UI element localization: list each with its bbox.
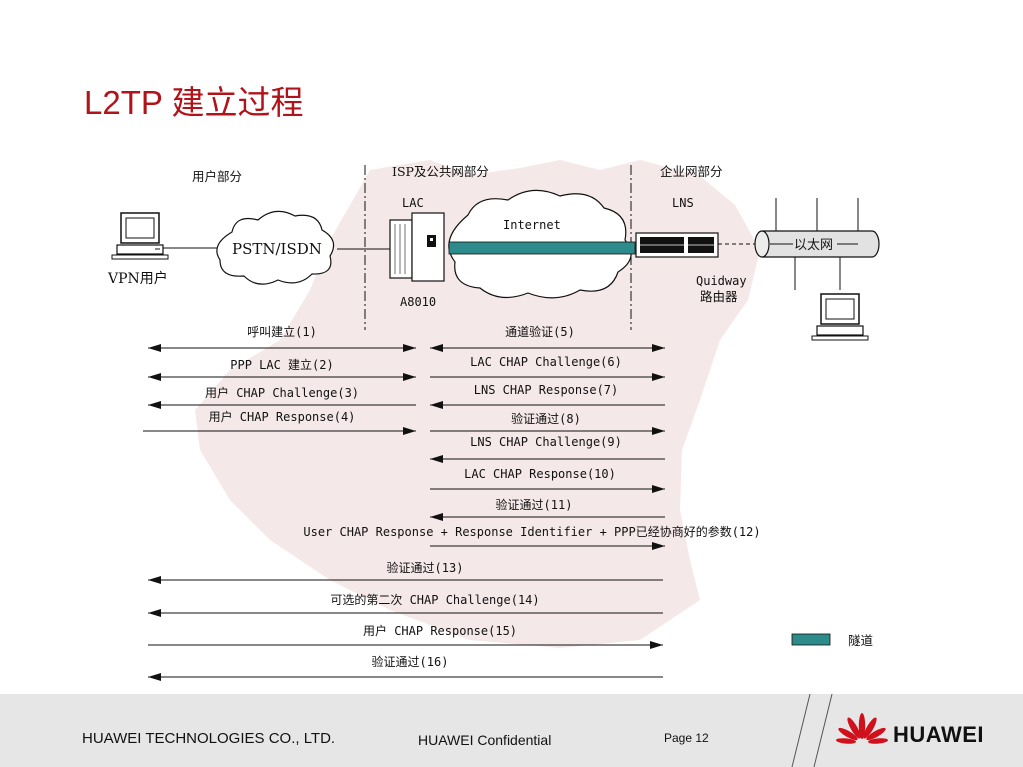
l2tp-diagram: 用户部分 ISP及公共网部分 企业网部分 VPN用户 PSTN/ISDN LAC — [107, 160, 880, 681]
tunnel-bar — [448, 241, 636, 255]
enterprise-computer-icon — [811, 293, 869, 341]
huawei-logo-icon — [836, 713, 888, 744]
message-14: 可选的第二次 CHAP Challenge(14) — [148, 592, 663, 617]
slide-title: L2TP 建立过程 — [84, 84, 304, 121]
quidway-router-icon — [635, 232, 719, 258]
legend-tunnel-label: 隧道 — [848, 633, 874, 648]
message-label: 用户 CHAP Response(15) — [363, 623, 517, 638]
arrowhead-right — [652, 427, 665, 435]
arrowhead-left — [148, 373, 161, 381]
legend-tunnel-swatch — [791, 633, 831, 646]
quidway-label: Quidway — [696, 274, 747, 288]
message-1: 呼叫建立(1) — [148, 324, 416, 352]
ethernet-label: 以太网 — [794, 238, 833, 253]
arrowhead-left — [148, 344, 161, 352]
vpn-user-label: VPN用户 — [107, 270, 168, 287]
ethernet-bus-icon — [754, 198, 880, 290]
message-7: LNS CHAP Response(7) — [430, 383, 665, 409]
footer: HUAWEI TECHNOLOGIES CO., LTD. HUAWEI Con… — [0, 694, 1023, 767]
section-enterprise-label: 企业网部分 — [660, 164, 723, 179]
arrowhead-right — [650, 641, 663, 649]
message-13: 验证通过(13) — [148, 560, 663, 584]
message-label: 验证通过(16) — [372, 654, 449, 669]
footer-page: Page 12 — [664, 731, 709, 745]
arrowhead-right — [652, 542, 665, 550]
huawei-logo-text: HUAWEI — [893, 722, 984, 747]
internet-label: Internet — [503, 218, 561, 232]
message-6: LAC CHAP Challenge(6) — [430, 355, 665, 381]
message-label: 呼叫建立(1) — [247, 324, 317, 339]
a8010-device-icon — [389, 212, 445, 282]
lac-label: LAC — [402, 196, 424, 210]
message-label: 验证通过(8) — [511, 411, 581, 426]
section-isp-label: ISP及公共网部分 — [392, 164, 489, 179]
section-user-label: 用户部分 — [192, 169, 242, 184]
message-label: PPP LAC 建立(2) — [230, 357, 333, 372]
message-5: 通道验证(5) — [430, 324, 665, 352]
arrowhead-left — [430, 513, 443, 521]
message-label: LNS CHAP Response(7) — [474, 383, 619, 397]
message-15: 用户 CHAP Response(15) — [148, 623, 663, 649]
arrowhead-left — [148, 673, 161, 681]
message-9: LNS CHAP Challenge(9) — [430, 435, 665, 463]
message-label: LAC CHAP Challenge(6) — [470, 355, 622, 369]
pstn-cloud — [216, 210, 335, 285]
message-label: 验证通过(11) — [496, 497, 573, 512]
arrowhead-right — [652, 373, 665, 381]
message-12: User CHAP Response + Response Identifier… — [303, 524, 761, 550]
arrowhead-right — [652, 485, 665, 493]
arrowhead-left — [148, 401, 161, 409]
message-2: PPP LAC 建立(2) — [148, 357, 416, 381]
message-10: LAC CHAP Response(10) — [430, 467, 665, 493]
router-label: 路由器 — [700, 289, 738, 304]
lns-label: LNS — [672, 196, 694, 210]
message-label: User CHAP Response + Response Identifier… — [303, 524, 760, 539]
message-16: 验证通过(16) — [148, 654, 663, 681]
message-3: 用户 CHAP Challenge(3) — [148, 385, 416, 409]
footer-confidential: HUAWEI Confidential — [418, 732, 552, 748]
message-8: 验证通过(8) — [430, 411, 665, 435]
arrowhead-right — [403, 373, 416, 381]
message-label: 用户 CHAP Response(4) — [209, 409, 356, 424]
arrowhead-right — [403, 427, 416, 435]
a8010-label: A8010 — [400, 295, 436, 309]
footer-company: HUAWEI TECHNOLOGIES CO., LTD. — [82, 730, 336, 747]
arrowhead-left — [148, 609, 161, 617]
vpn-user-computer-icon — [111, 212, 169, 260]
background-map — [195, 160, 760, 648]
message-label: LAC CHAP Response(10) — [464, 467, 616, 481]
arrowhead-right — [652, 344, 665, 352]
arrowhead-left — [430, 455, 443, 463]
message-label: 验证通过(13) — [387, 560, 464, 575]
message-label: LNS CHAP Challenge(9) — [470, 435, 622, 449]
pstn-label: PSTN/ISDN — [232, 240, 322, 258]
message-label: 通道验证(5) — [505, 324, 575, 339]
message-4: 用户 CHAP Response(4) — [143, 409, 416, 435]
arrowhead-left — [430, 344, 443, 352]
arrowhead-right — [403, 344, 416, 352]
arrowhead-left — [430, 401, 443, 409]
footer-slash-lines — [791, 694, 833, 767]
arrowhead-left — [148, 576, 161, 584]
message-flow: 呼叫建立(1) PPP LAC 建立(2) 用户 CHAP Challenge(3)… — [143, 324, 761, 681]
message-label: 可选的第二次 CHAP Challenge(14) — [330, 592, 539, 607]
message-label: 用户 CHAP Challenge(3) — [205, 385, 359, 400]
message-11: 验证通过(11) — [430, 497, 665, 521]
